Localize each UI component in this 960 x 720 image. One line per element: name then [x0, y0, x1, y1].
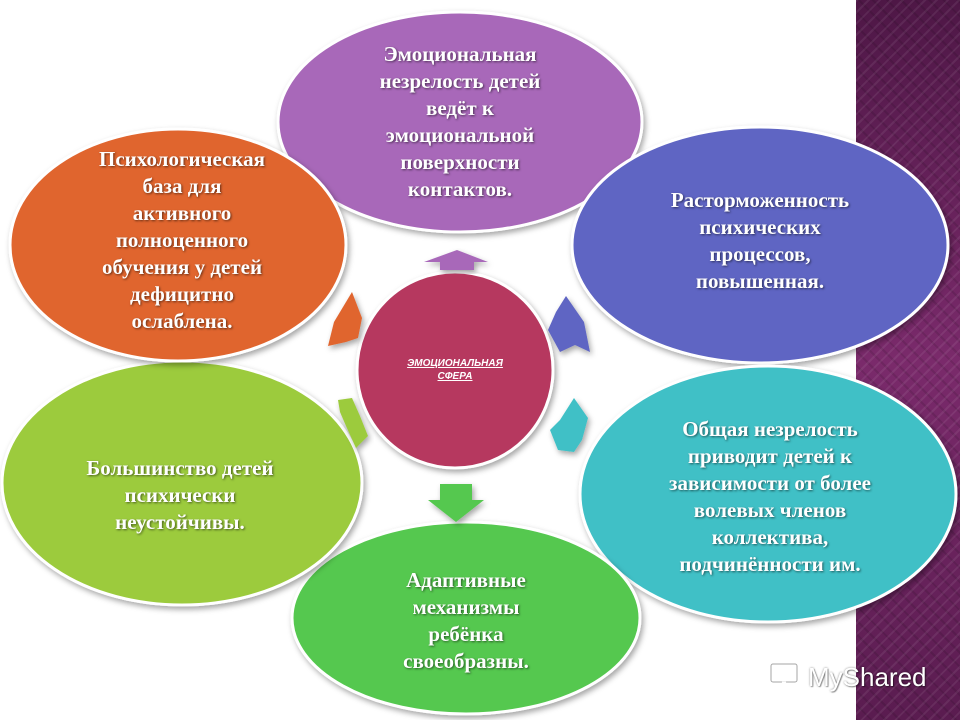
node-text-right-bottom: Общая незрелость приводит детей к зависи… — [669, 417, 871, 576]
arrow-to-top — [424, 250, 488, 270]
arrow-to-left-top — [328, 292, 362, 346]
presentation-board-icon — [769, 662, 799, 692]
arrow-to-left-bottom — [338, 398, 368, 448]
watermark: MyShared — [768, 657, 927, 697]
arrow-to-bottom — [428, 484, 484, 522]
node-ellipse-right-top — [570, 125, 950, 365]
node-ellipse-right-bottom — [578, 364, 958, 624]
arrow-to-right-bottom — [550, 398, 588, 452]
node-ellipse-top — [276, 10, 644, 234]
watermark-text: MyShared — [808, 661, 927, 692]
node-text-left-bottom: Большинство детей психически неустойчивы… — [86, 455, 274, 534]
node-text-right-top: Расторможенность психических процессов, … — [670, 188, 850, 293]
center-label: ЭМОЦИОНАЛЬНАЯ СФЕРА — [407, 358, 503, 382]
node-ellipse-bottom — [290, 520, 642, 716]
node-text-left-top: Психологическая база для активного полно… — [99, 146, 265, 333]
center-circle — [355, 270, 555, 470]
arrow-to-right-top — [548, 296, 590, 352]
node-text-bottom: Адаптивные механизмы ребёнка своеобразны… — [403, 568, 529, 673]
node-text-top: Эмоциональная незрелость детей ведёт к э… — [379, 42, 541, 201]
node-ellipse-left-top — [8, 127, 348, 363]
